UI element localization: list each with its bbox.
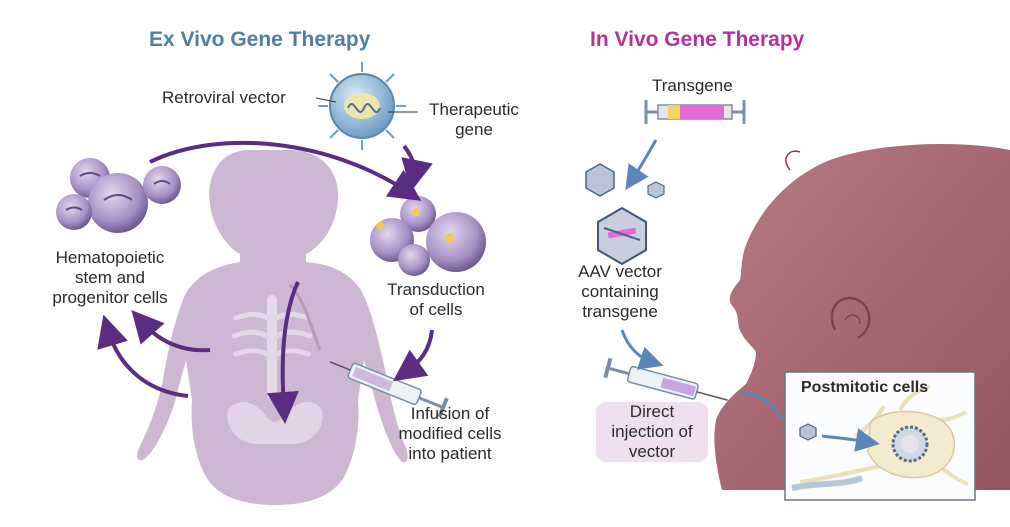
transduction-line-1: Transduction — [387, 280, 485, 299]
direct-injection-line-2: injection of — [611, 422, 693, 441]
stem-cells-line-2: stem and — [75, 268, 145, 287]
stem-cells-line-1: Hematopoietic — [55, 248, 165, 267]
retroviral-vector — [318, 62, 406, 150]
syringe-ex-vivo — [329, 361, 449, 418]
stem-cells-label: Hematopoietic stem and progenitor cells — [30, 248, 190, 308]
therapeutic-gene-label: Therapeutic gene — [418, 100, 530, 140]
infusion-label: Infusion of modified cells into patient — [380, 404, 520, 464]
transduction-label: Transduction of cells — [372, 280, 500, 320]
direct-injection-label: Direct injection of vector — [596, 402, 708, 462]
ex-vivo-title: Ex Vivo Gene Therapy — [149, 28, 371, 51]
postmitotic-inset — [784, 371, 976, 501]
in-vivo-arrows — [620, 139, 880, 452]
direct-injection-line-1: Direct — [629, 402, 675, 421]
aav-vector-line-3: transgene — [582, 302, 658, 321]
direct-injection-line-3: vector — [628, 442, 676, 461]
therapeutic-gene-line-2: gene — [455, 120, 493, 139]
aav-vector-label: AAV vector containing transgene — [560, 262, 680, 322]
stem-cells-cluster — [56, 158, 181, 233]
syringe-in-vivo — [603, 357, 728, 401]
transgene-label: Transgene — [652, 76, 733, 95]
in-vivo-title: In Vivo Gene Therapy — [590, 28, 805, 51]
aav-vector-line-1: AAV vector — [578, 262, 662, 281]
transduced-cells — [370, 196, 486, 276]
postmitotic-label: Postmitotic cells — [801, 379, 929, 396]
transduction-line-2: of cells — [409, 300, 463, 319]
infusion-line-2: modified cells — [398, 424, 502, 443]
ex-vivo-arrows — [97, 140, 434, 424]
aav-vector-line-2: containing — [581, 282, 659, 301]
stem-cells-line-3: progenitor cells — [52, 288, 168, 307]
transgene-construct — [644, 100, 746, 124]
therapeutic-gene-line-1: Therapeutic — [429, 100, 519, 119]
retroviral-vector-label: Retroviral vector — [162, 88, 286, 107]
infusion-line-1: Infusion of — [410, 404, 490, 423]
infusion-line-3: into patient — [408, 444, 492, 463]
aav-vectors — [585, 163, 665, 266]
child-silhouette — [137, 150, 408, 505]
